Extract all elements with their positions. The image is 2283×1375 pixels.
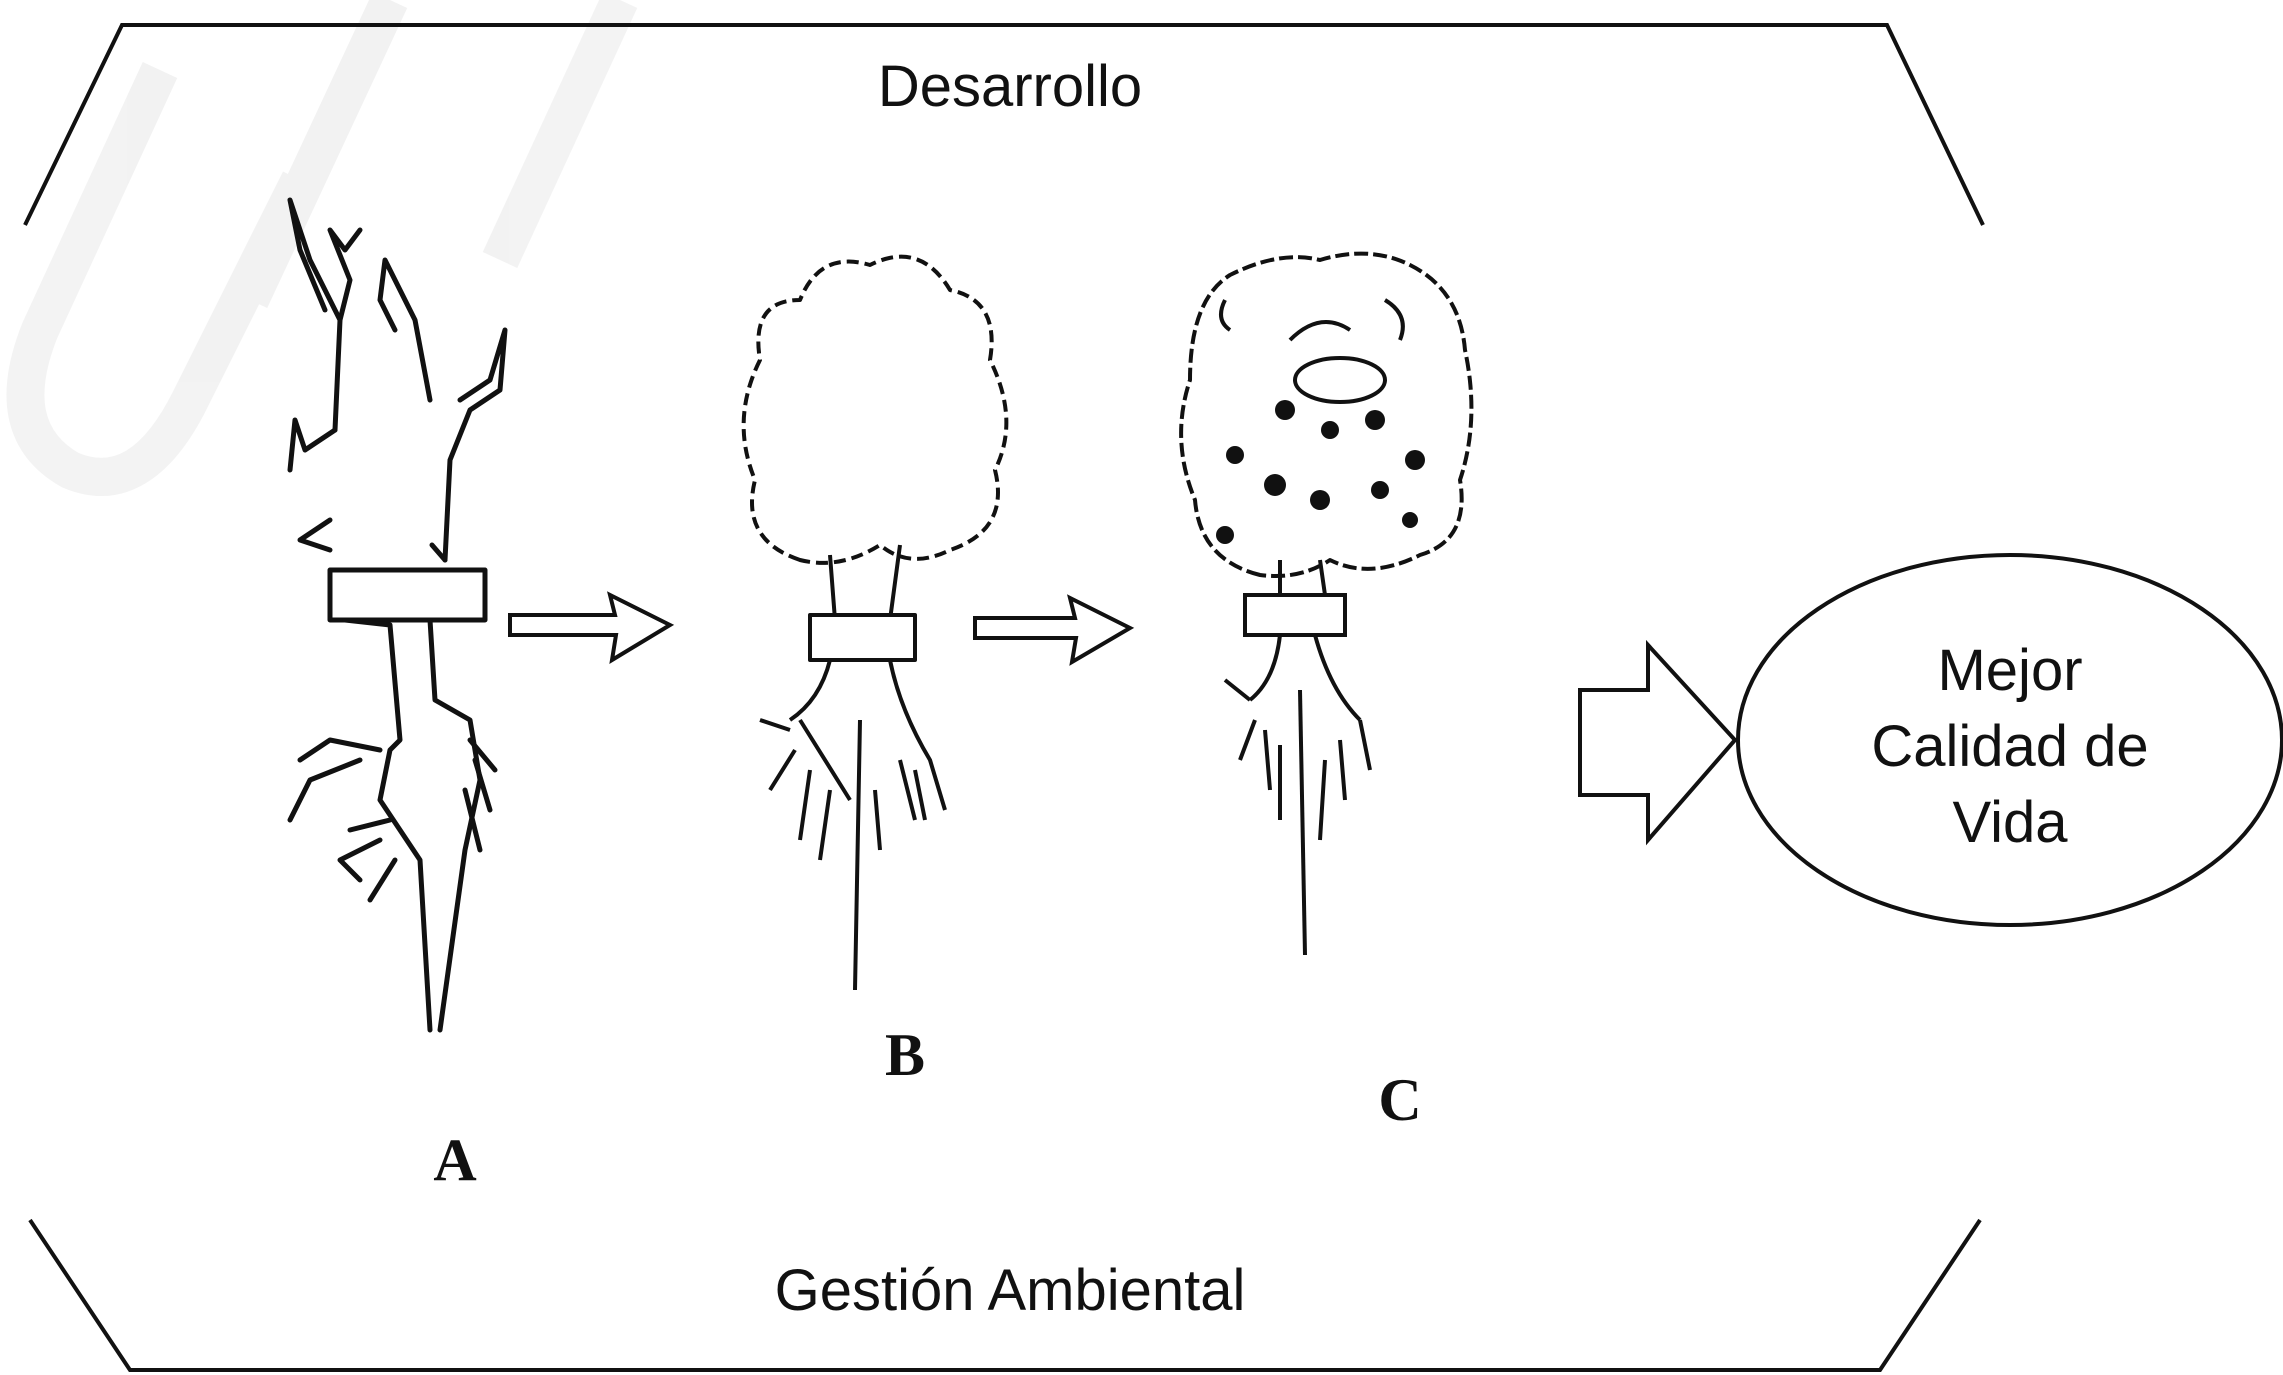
stage-letter-a: A [433, 1127, 476, 1193]
stage-letter-b: B [885, 1022, 925, 1088]
fruit-tree-trunk [1225, 560, 1370, 955]
bare-tree-icon [290, 200, 505, 1030]
top-label: Desarrollo [878, 54, 1142, 119]
outcome-arrow-icon [1580, 645, 1735, 840]
leafy-tree-icon [744, 257, 1007, 990]
outcome-line-1: Mejor [1937, 638, 2082, 703]
bottom-label: Gestión Ambiental [775, 1258, 1246, 1323]
arrow-right-icon [510, 595, 670, 660]
fruit-dots [1216, 400, 1425, 544]
outcome-line-3: Vida [1952, 790, 2068, 855]
watermark [25, 0, 620, 477]
arrow-right-icon [975, 598, 1130, 662]
outcome-line-2: Calidad de [1871, 714, 2148, 779]
stage-letter-c: C [1378, 1067, 1421, 1133]
